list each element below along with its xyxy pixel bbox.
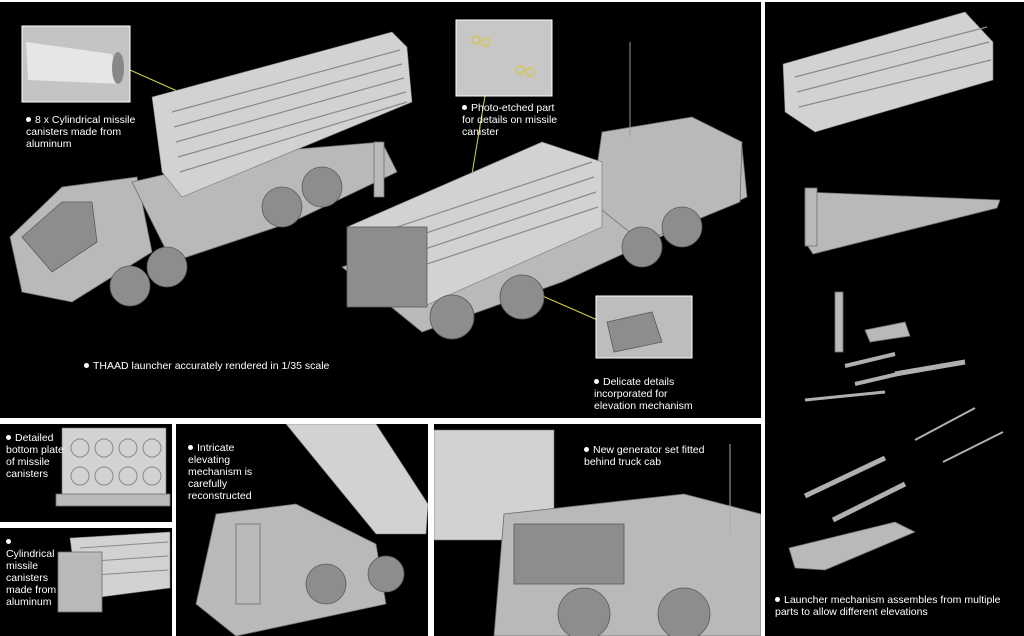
panel-cyl-canisters: Cylindrical missile canisters made from … xyxy=(0,528,172,636)
caption-launcher-mech: Launcher mechanism assembles from multip… xyxy=(775,594,1001,618)
caption-canisters: 8 x Cylindrical missile canisters made f… xyxy=(26,114,136,150)
frame-bottom-1 xyxy=(172,424,176,636)
frame-divider-vertical xyxy=(761,0,765,636)
parts-illustration xyxy=(782,11,1004,571)
panel-generator: New generator set fitted behind truck ca… xyxy=(434,424,761,636)
frame-top xyxy=(0,0,1024,2)
caption-scale: THAAD launcher accurately rendered in 1/… xyxy=(84,360,384,372)
truck-right xyxy=(341,42,748,340)
parts-panel: Launcher mechanism assembles from multip… xyxy=(765,2,1024,636)
main-panel: 8 x Cylindrical missile canisters made f… xyxy=(2,2,759,416)
caption-cyl-canisters: Cylindrical missile canisters made from … xyxy=(6,536,62,608)
truck-left xyxy=(9,31,413,307)
frame-bottom-left-split xyxy=(0,522,172,528)
caption-bottom-plate: Detailed bottom plate of missile caniste… xyxy=(6,432,64,480)
frame-bottom-2 xyxy=(428,424,434,636)
main-illustration xyxy=(9,19,748,359)
frame-divider-horizontal xyxy=(0,418,761,424)
caption-elevating: Intricate elevating mechanism is careful… xyxy=(188,442,253,502)
panel-bottom-plate: Detailed bottom plate of missile caniste… xyxy=(0,424,172,522)
inset-photo-etched xyxy=(455,19,553,97)
caption-elevation: Delicate details incorporated for elevat… xyxy=(594,376,693,412)
caption-generator: New generator set fitted behind truck ca… xyxy=(584,444,705,468)
panel-elevating: Intricate elevating mechanism is careful… xyxy=(176,424,428,636)
caption-photo-etched: Photo-etched part for details on missile… xyxy=(462,102,558,138)
